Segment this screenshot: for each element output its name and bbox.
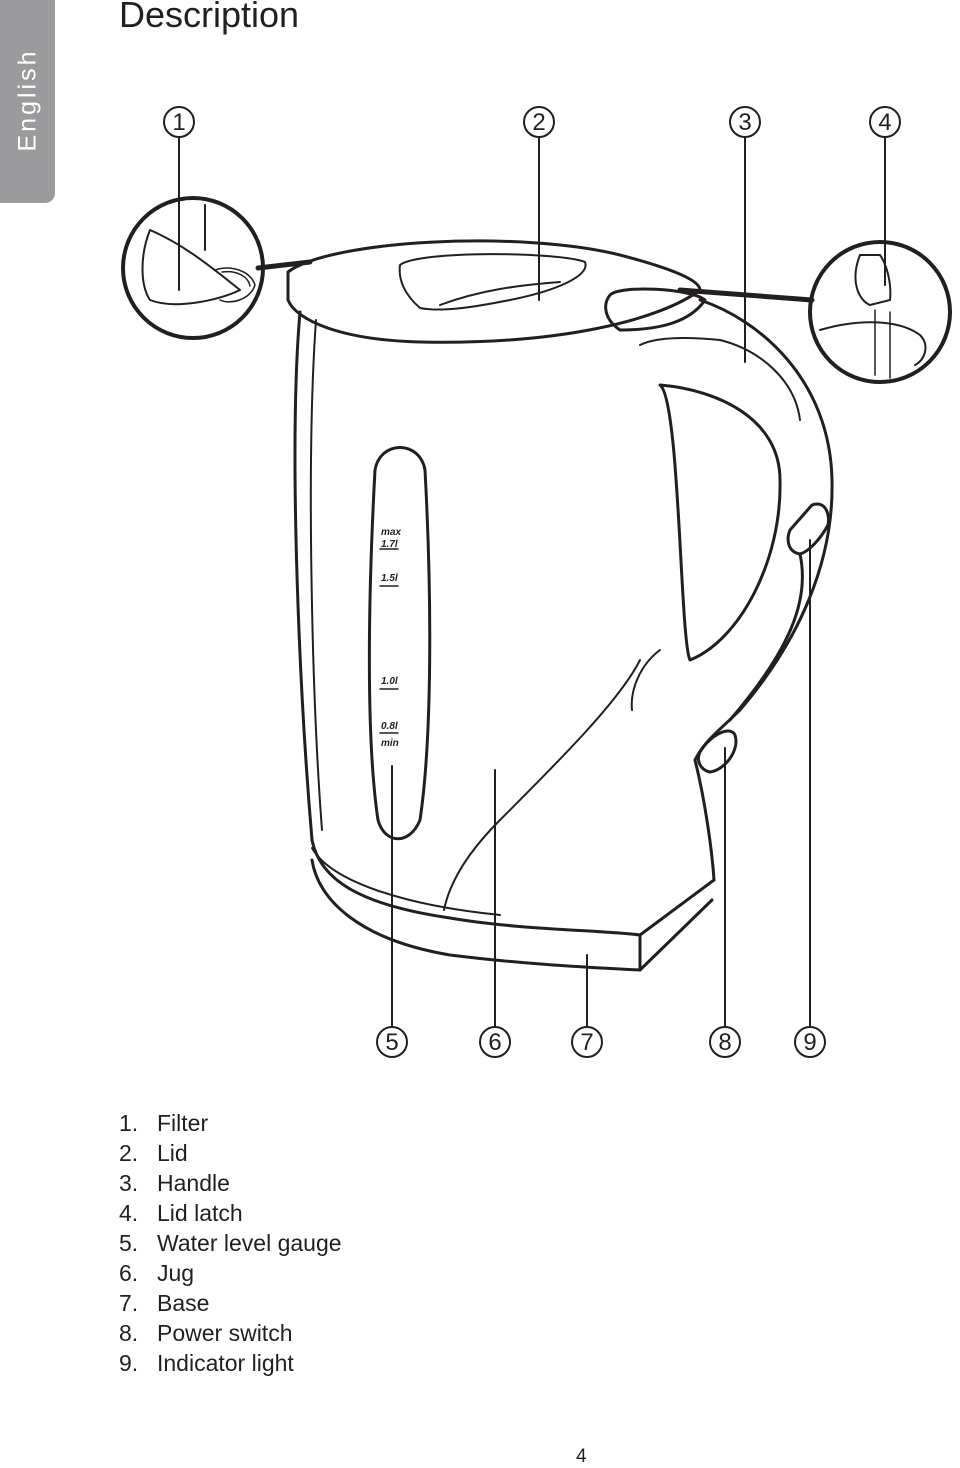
base-outline: [310, 838, 716, 937]
part-number: 9.: [119, 1350, 139, 1376]
callout-6: 6: [488, 1029, 501, 1056]
kettle-diagram: 1 2 3 4 5 6 7 8 9 max 1.7l 1.5l 1.0l 0.8…: [121, 106, 952, 1058]
language-tab: English: [0, 0, 55, 203]
parts-list: 1. Filter 2. Lid 3. Handle 4. Lid latch 5. Wa…: [119, 1108, 342, 1378]
gauge-label-min: min: [381, 738, 399, 749]
part-label: Indicator light: [157, 1350, 294, 1376]
part-number: 1.: [119, 1110, 139, 1136]
latch-zoom-circle: [808, 240, 952, 384]
list-item: 7. Base: [119, 1288, 342, 1318]
part-label: Lid: [157, 1140, 188, 1166]
part-number: 6.: [119, 1260, 139, 1286]
page-number: 4: [576, 1446, 587, 1467]
gauge-label-max: max: [381, 527, 401, 538]
list-item: 8. Power switch: [119, 1318, 342, 1348]
callout-1: 1: [172, 109, 185, 136]
part-label: Jug: [157, 1260, 195, 1286]
list-item: 1. Filter: [119, 1108, 342, 1138]
jug-body-right: [693, 758, 716, 882]
jug-sweep-inner: [630, 649, 661, 711]
part-label: Handle: [157, 1170, 230, 1196]
list-item: 6. Jug: [119, 1258, 342, 1288]
callout-circle-1: [163, 106, 195, 138]
gauge-label-1-0: 1.0l: [381, 676, 398, 687]
handle-outer: [693, 298, 834, 762]
list-item: 2. Lid: [119, 1138, 342, 1168]
part-label: Water level gauge: [157, 1230, 342, 1256]
handle-top-band: [639, 337, 801, 421]
base-bottom: [310, 858, 714, 972]
filter-connector: [255, 259, 313, 271]
callout-circle-6: [479, 1026, 511, 1058]
lid-latch: [604, 287, 707, 332]
jug-sweep: [443, 659, 641, 911]
jug-inner-left: [309, 319, 323, 831]
power-switch: [696, 729, 738, 774]
part-number: 7.: [119, 1290, 139, 1316]
filter-zoom-circle: [121, 196, 265, 340]
callout-2: 2: [532, 109, 545, 136]
callout-5: 5: [385, 1029, 398, 1056]
latch-detail: [854, 254, 892, 306]
callout-7: 7: [580, 1029, 593, 1056]
callout-circle-9: [794, 1026, 826, 1058]
callout-circle-3: [729, 106, 761, 138]
page-title: Description: [119, 0, 300, 35]
callout-circle-2: [523, 106, 555, 138]
list-item: 9. Indicator light: [119, 1348, 342, 1378]
handle-indicator: [786, 502, 830, 556]
part-number: 4.: [119, 1200, 139, 1226]
callout-8: 8: [718, 1029, 731, 1056]
jug-body-left: [293, 310, 314, 842]
callout-4: 4: [878, 109, 891, 136]
lid-opening-inner: [439, 281, 561, 306]
list-item: 3. Handle: [119, 1168, 342, 1198]
filter-detail: [141, 229, 241, 306]
callout-circle-7: [571, 1026, 603, 1058]
part-number: 2.: [119, 1140, 139, 1166]
part-number: 8.: [119, 1320, 139, 1346]
part-label: Power switch: [157, 1320, 293, 1346]
gauge-label-1-5: 1.5l: [381, 573, 398, 584]
part-label: Base: [157, 1290, 210, 1316]
water-gauge-window: [367, 446, 432, 841]
callout-circle-5: [376, 1026, 408, 1058]
part-number: 3.: [119, 1170, 139, 1196]
handle-inner: [658, 383, 782, 662]
callout-circle-4: [869, 106, 901, 138]
gauge-label-0-8: 0.8l: [381, 721, 398, 732]
handle-lower: [728, 552, 804, 722]
callout-9: 9: [803, 1029, 816, 1056]
part-label: Filter: [157, 1110, 209, 1136]
list-item: 5. Water level gauge: [119, 1228, 342, 1258]
lid-opening: [398, 253, 587, 311]
list-item: 4. Lid latch: [119, 1198, 342, 1228]
callout-circle-8: [709, 1026, 741, 1058]
lid-outline: [286, 239, 702, 344]
callout-3: 3: [738, 109, 751, 136]
base-band: [311, 847, 501, 916]
part-number: 5.: [119, 1230, 139, 1256]
part-label: Lid latch: [157, 1200, 243, 1226]
gauge-label-1-7: 1.7l: [381, 539, 398, 550]
